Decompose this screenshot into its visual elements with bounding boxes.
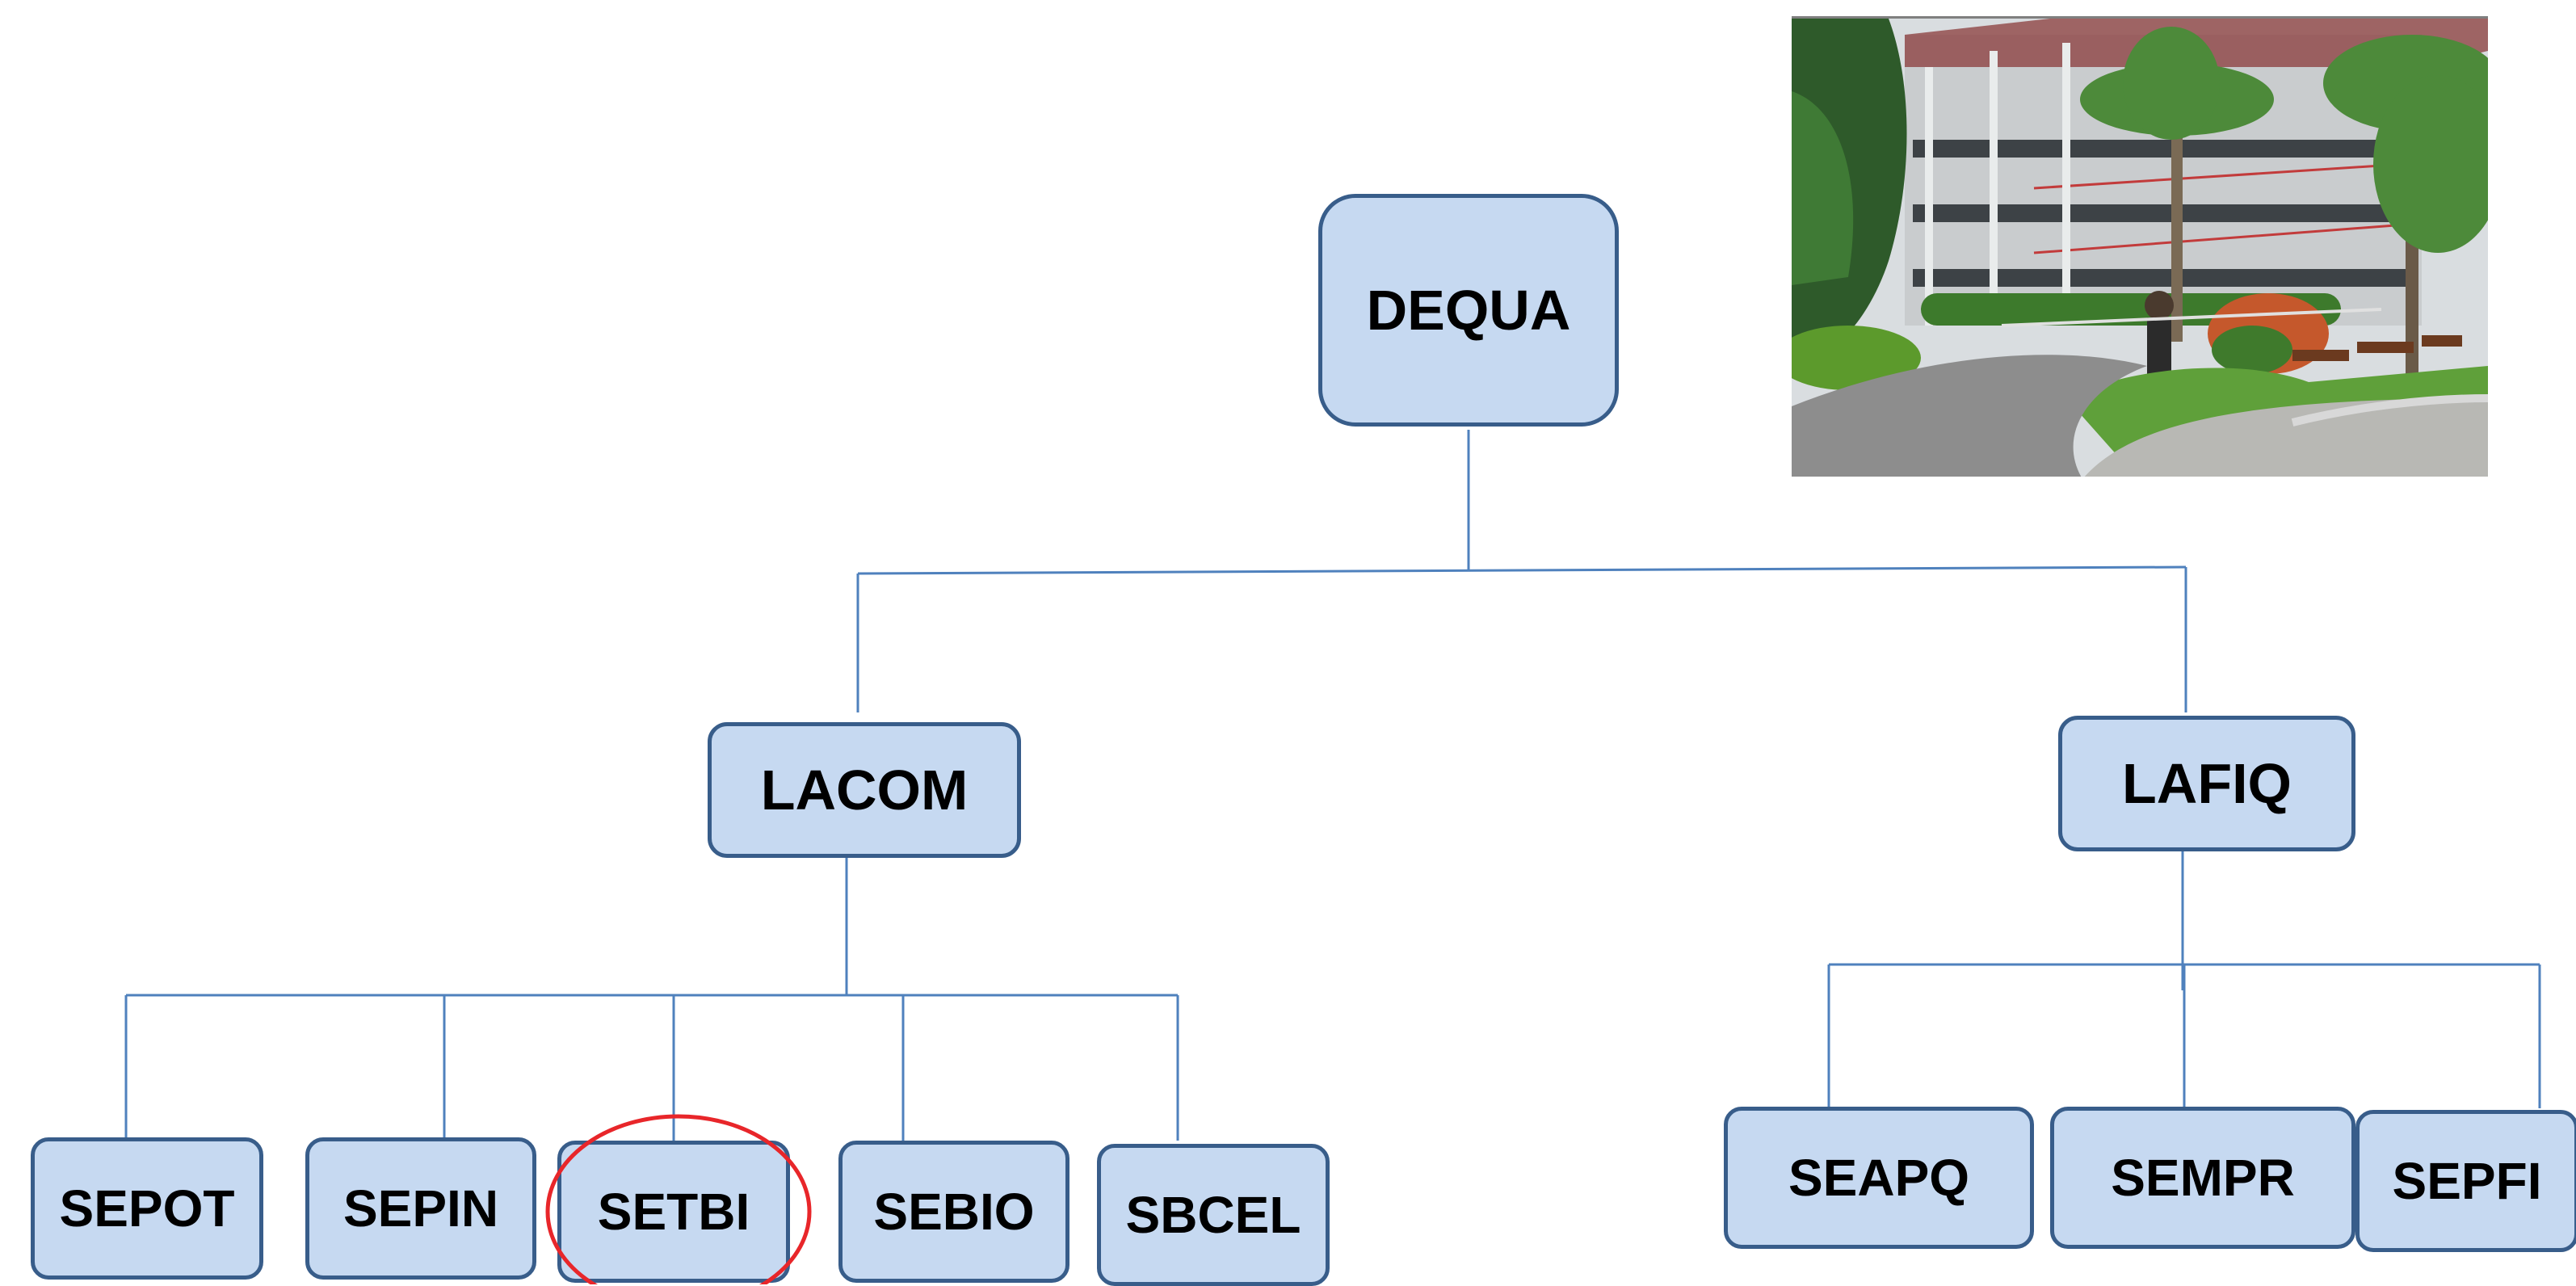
building-photo-illustration xyxy=(1792,19,2488,477)
node-sempr: SEMPR xyxy=(2050,1107,2355,1249)
node-seapq: SEAPQ xyxy=(1724,1107,2034,1249)
connector-level2-bus xyxy=(857,565,2187,575)
node-lafiq-label: LAFIQ xyxy=(2122,752,2292,815)
node-seapq-label: SEAPQ xyxy=(1788,1149,1970,1207)
node-lafiq: LAFIQ xyxy=(2058,716,2355,851)
node-lacom-label: LACOM xyxy=(760,759,969,822)
node-dequa-label: DEQUA xyxy=(1366,279,1571,342)
node-lacom: LACOM xyxy=(708,722,1021,858)
node-sebio-label: SEBIO xyxy=(873,1183,1035,1241)
node-setbi-label: SETBI xyxy=(597,1183,750,1241)
building-photo xyxy=(1792,16,2488,477)
node-sepin: SEPIN xyxy=(305,1137,536,1280)
node-sempr-label: SEMPR xyxy=(2111,1149,2295,1207)
node-sepin-label: SEPIN xyxy=(342,1179,499,1238)
node-sepot-label: SEPOT xyxy=(59,1179,235,1238)
node-sepfi: SEPFI xyxy=(2355,1110,2576,1252)
node-sbcel: SBCEL xyxy=(1097,1144,1330,1286)
node-sepfi-label: SEPFI xyxy=(2392,1152,2542,1210)
node-sbcel-label: SBCEL xyxy=(1125,1186,1301,1244)
node-setbi: SETBI xyxy=(557,1141,790,1283)
node-sepot: SEPOT xyxy=(31,1137,263,1280)
node-sebio: SEBIO xyxy=(838,1141,1069,1283)
node-dequa: DEQUA xyxy=(1318,194,1619,427)
